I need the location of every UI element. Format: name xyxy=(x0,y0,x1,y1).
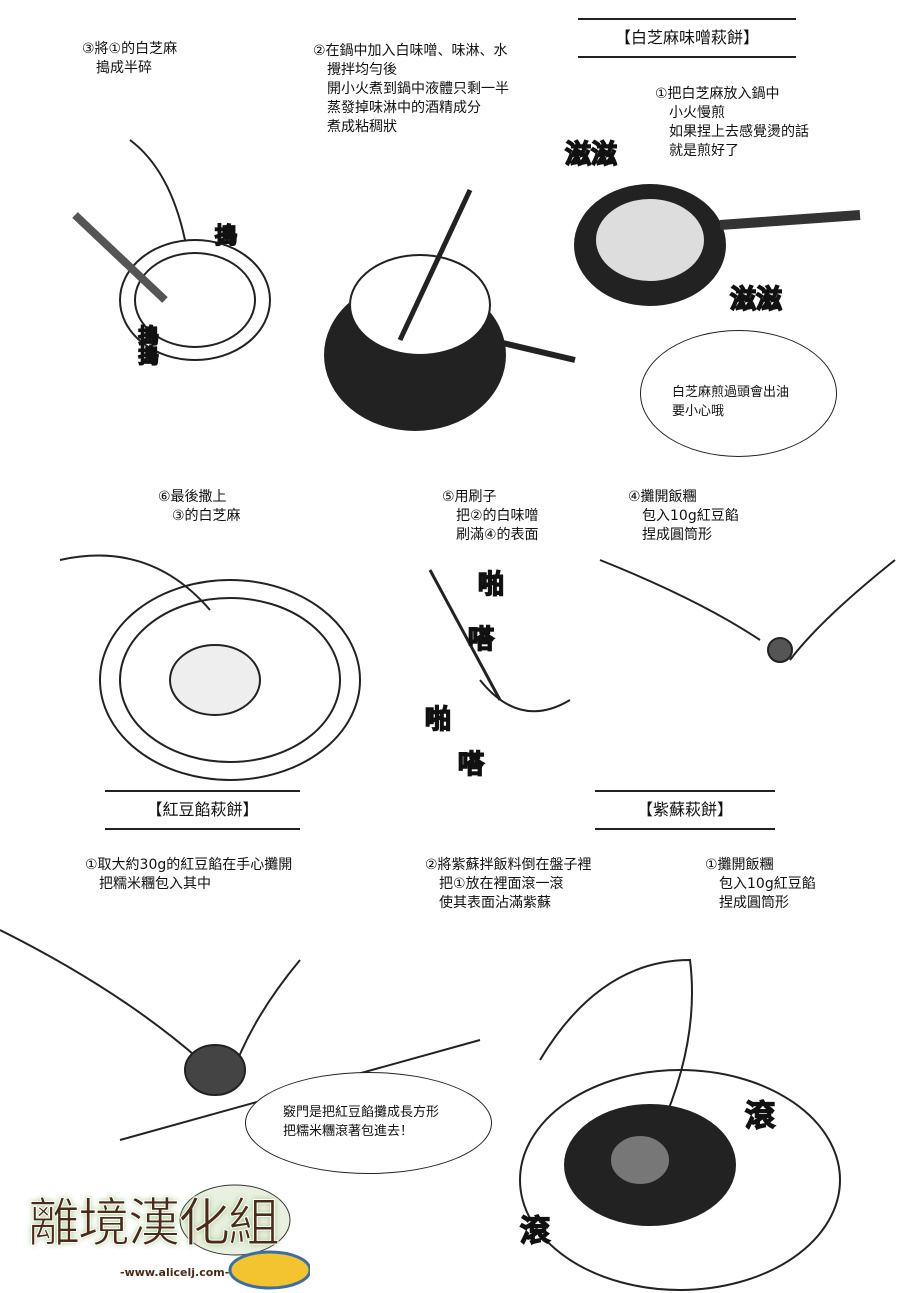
step-line: ③的白芝麻 xyxy=(172,508,241,524)
scanlation-logo: 離境漢化組 -www.alicelj.com- xyxy=(20,1180,310,1290)
step-line: 攪拌均勻後 xyxy=(327,62,397,78)
step-line: ①攤開飯糰 xyxy=(705,857,774,873)
mortar-bowl-2 xyxy=(99,579,361,781)
step-sesame-4: ④攤開飯糰包入10g紅豆餡捏成圓筒形 xyxy=(628,488,739,545)
sfx-pound-2: 搗搗 xyxy=(134,324,160,366)
sfx-roll-2: 滾 xyxy=(519,1214,551,1250)
step-line: 把①放在裡面滾一滾 xyxy=(439,876,564,892)
step-shiso-2: ②將紫蘇拌飯料倒在盤子裡把①放在裡面滾一滾使其表面沾滿紫蘇 xyxy=(425,856,592,913)
mortar-bowl xyxy=(119,239,271,361)
bubble-text-redbean: 竅門是把紅豆餡攤成長方形把糯米糰滾著包進去！ xyxy=(283,1103,439,1141)
sfx-pat-1: 啪 xyxy=(477,569,505,601)
step-line: 刷滿④的表面 xyxy=(456,527,539,543)
step-redbean-1: ①取大約30g的紅豆餡在手心攤開把糯米糰包入其中 xyxy=(85,856,292,894)
sfx-pat-2: 啪 xyxy=(424,704,452,736)
step-line: ②將紫蘇拌飯料倒在盤子裡 xyxy=(425,857,592,873)
step-line: 小火慢煎 xyxy=(669,105,725,121)
step-sesame-6: ⑥最後撒上 ③的白芝麻 xyxy=(158,488,241,526)
step-line: ③將①的白芝麻 xyxy=(82,41,178,57)
step-line: ①把白芝麻放入鍋中 xyxy=(655,86,780,102)
bubble-line: 白芝麻煎過頭會出油 xyxy=(672,385,790,400)
step-line: 就是煎好了 xyxy=(669,143,739,159)
bubble-text-sesame: 白芝麻煎過頭會出油要小心哦 xyxy=(672,383,789,421)
step-line: 包入10g紅豆餡 xyxy=(719,876,816,892)
step-line: 如果捏上去感覺燙的話 xyxy=(669,124,809,140)
bubble-line: 把糯米糰滾著包進去！ xyxy=(283,1124,414,1139)
step-line: ①取大約30g的紅豆餡在手心攤開 xyxy=(85,857,293,873)
logo-url: -www.alicelj.com- xyxy=(120,1266,230,1279)
step-sesame-1: ①把白芝麻放入鍋中小火慢煎如果捏上去感覺燙的話就是煎好了 xyxy=(655,85,809,161)
title-text: 【紅豆餡萩餅】 xyxy=(146,800,259,819)
step-sesame-5: ⑤用刷子把②的白味噌刷滿④的表面 xyxy=(442,488,539,545)
sfx-sizzle-2: 滋滋 xyxy=(729,284,783,316)
step-line: 煮成粘稠狀 xyxy=(327,119,397,135)
speech-bubble-redbean xyxy=(245,1072,492,1174)
logo-name: 離境漢化組 xyxy=(27,1194,280,1255)
logo-art xyxy=(179,1184,310,1290)
step-sesame-2: ②在鍋中加入白味噌、味淋、水攪拌均勻後開小火煮到鍋中液體只剩一半蒸發掉味淋中的酒… xyxy=(313,42,509,137)
section-title-shiso: 【紫蘇萩餅】 xyxy=(595,790,775,830)
step-line: ⑥最後撒上 xyxy=(158,489,227,505)
step-line: 使其表面沾滿紫蘇 xyxy=(439,895,551,911)
sfx-pound: 搗 xyxy=(214,223,238,250)
step-line: 捏成圓筒形 xyxy=(642,527,712,543)
sfx-ta-2: 嗒 xyxy=(457,749,485,781)
step-shiso-1: ①攤開飯糰包入10g紅豆餡捏成圓筒形 xyxy=(705,856,816,913)
step-line: ②在鍋中加入白味噌、味淋、水 xyxy=(313,43,508,59)
speech-bubble-sesame xyxy=(640,330,837,457)
step-line: 開小火煮到鍋中液體只剩一半 xyxy=(327,81,509,97)
step-line: ⑤用刷子 xyxy=(442,489,497,505)
step-line: 把②的白味噌 xyxy=(456,508,539,524)
title-text: 【紫蘇萩餅】 xyxy=(636,800,733,819)
section-title-sesame: 【白芝麻味噌萩餅】 xyxy=(578,18,796,58)
title-text: 【白芝麻味噌萩餅】 xyxy=(614,28,759,47)
sfx-roll-1: 滾 xyxy=(744,1099,776,1135)
step-line: 包入10g紅豆餡 xyxy=(642,508,739,524)
bubble-line: 竅門是把紅豆餡攤成長方形 xyxy=(283,1105,440,1120)
step-line: ④攤開飯糰 xyxy=(628,489,697,505)
step-line: 捏成圓筒形 xyxy=(719,895,789,911)
sfx-sizzle-1: 滋滋 xyxy=(564,139,618,171)
sfx-ta-1: 嗒 xyxy=(467,624,495,656)
step-line: 搗成半碎 xyxy=(96,60,152,76)
plate xyxy=(519,1069,841,1291)
step-line: 蒸發掉味淋中的酒精成分 xyxy=(327,100,481,116)
step-line: 把糯米糰包入其中 xyxy=(99,876,211,892)
bubble-line: 要小心哦 xyxy=(672,404,725,419)
pot xyxy=(349,254,491,356)
section-title-redbean: 【紅豆餡萩餅】 xyxy=(105,790,300,830)
step-sesame-3: ③將①的白芝麻搗成半碎 xyxy=(82,40,177,78)
